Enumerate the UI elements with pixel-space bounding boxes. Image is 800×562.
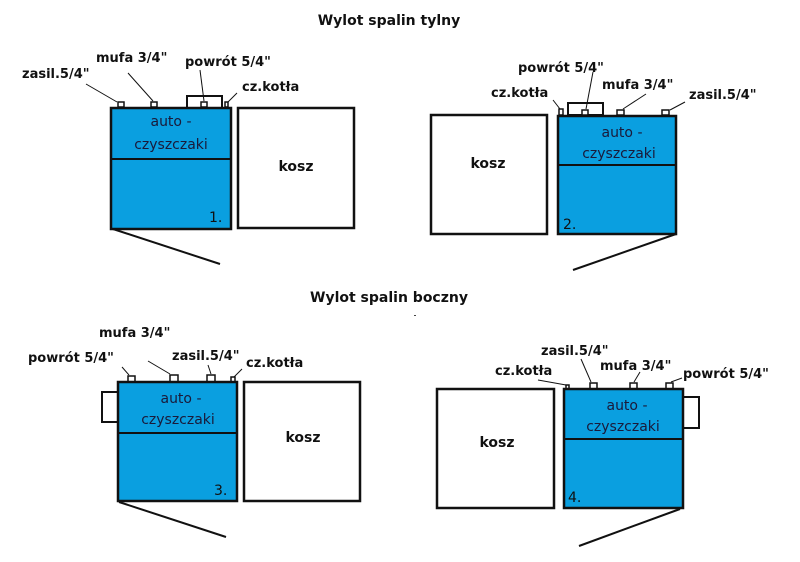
boiler-number: 2. xyxy=(563,217,576,233)
door-swing-line xyxy=(118,501,227,538)
port-socket xyxy=(616,109,625,116)
port-label-return: powrót 5/4" xyxy=(518,61,604,76)
ash-bin-label: kosz xyxy=(278,159,313,175)
leader-line xyxy=(622,93,647,110)
port-socket xyxy=(150,101,158,108)
boiler-diagram-2: auto - czyszczaki 2. kosz cz.kotła powró… xyxy=(429,61,757,271)
leader-line xyxy=(85,83,118,103)
port-label-return: powrót 5/4" xyxy=(28,351,114,366)
ash-bin xyxy=(429,113,549,236)
port-label-supply: zasil.5/4" xyxy=(22,67,90,82)
port-return xyxy=(200,101,208,108)
boiler-body xyxy=(562,387,685,510)
leader-line xyxy=(127,72,154,102)
boiler-number: 4. xyxy=(568,490,581,506)
boiler-label-line2: czyszczaki xyxy=(582,146,656,162)
boiler-label-line1: auto - xyxy=(606,398,647,414)
boiler-label-line2: czyszczaki xyxy=(586,419,660,435)
boiler-body xyxy=(116,380,239,503)
leader-line xyxy=(633,371,641,383)
boiler-diagram-3: auto - czyszczaki 3. kosz powrót 5/4" mu… xyxy=(28,326,362,538)
port-cleanout xyxy=(224,101,229,108)
port-supply xyxy=(117,101,125,108)
leader-line xyxy=(227,92,238,103)
ash-bin xyxy=(435,387,556,510)
section-title-side: Wylot spalin boczny xyxy=(310,290,468,306)
door-swing-line xyxy=(112,228,221,265)
boiler-number: 3. xyxy=(214,483,227,499)
leader-line xyxy=(580,358,592,383)
leader-line xyxy=(669,101,686,111)
port-label-supply: zasil.5/4" xyxy=(541,344,609,359)
ash-bin-label: kosz xyxy=(479,435,514,451)
port-label-return: powrót 5/4" xyxy=(185,55,271,70)
boiler-body xyxy=(556,114,678,236)
port-cleanout xyxy=(558,108,564,116)
ash-bin-label: kosz xyxy=(285,430,320,446)
door-swing-line xyxy=(572,233,677,271)
port-label-cleanout: cz.kotła xyxy=(242,80,299,95)
leader-line xyxy=(552,99,561,110)
boiler-label-line1: auto - xyxy=(160,391,201,407)
port-supply xyxy=(661,109,670,116)
boiler-label-line2: czyszczaki xyxy=(134,137,208,153)
port-return xyxy=(581,109,589,116)
port-label-socket: mufa 3/4" xyxy=(600,359,671,374)
boiler-label-line1: auto - xyxy=(601,125,642,141)
boiler-diagram-1: auto - czyszczaki 1. kosz zasil.5/4" muf… xyxy=(22,51,356,265)
port-label-cleanout: cz.kotła xyxy=(491,86,548,101)
boiler-label-line1: auto - xyxy=(150,114,191,130)
boiler-body xyxy=(109,106,233,231)
leader-line xyxy=(121,366,130,376)
port-label-supply: zasil.5/4" xyxy=(689,88,757,103)
port-label-socket: mufa 3/4" xyxy=(99,326,170,341)
leader-line xyxy=(207,364,212,375)
leader-line xyxy=(670,377,683,383)
ash-bin xyxy=(236,106,356,230)
leader-line xyxy=(537,379,567,386)
port-label-supply: zasil.5/4" xyxy=(172,349,240,364)
port-label-cleanout: cz.kotła xyxy=(495,364,552,379)
exhaust-outlet-side xyxy=(101,391,119,423)
port-label-cleanout: cz.kotła xyxy=(246,356,303,371)
leader-line xyxy=(199,69,205,102)
section-title-rear: Wylot spalin tylny xyxy=(318,13,461,29)
port-label-return: powrót 5/4" xyxy=(683,367,769,382)
ash-bin-label: kosz xyxy=(470,156,505,172)
stray-dot xyxy=(414,315,416,316)
port-label-socket: mufa 3/4" xyxy=(96,51,167,66)
leader-line xyxy=(233,368,243,378)
boiler-label-line2: czyszczaki xyxy=(141,412,215,428)
port-label-socket: mufa 3/4" xyxy=(602,78,673,93)
exhaust-outlet-side xyxy=(682,396,700,429)
boiler-diagram-4: auto - czyszczaki 4. kosz cz.kotła zasil… xyxy=(435,344,769,547)
leader-line xyxy=(147,360,171,375)
ash-bin xyxy=(242,380,362,503)
leader-line xyxy=(585,71,594,110)
door-swing-line xyxy=(578,508,681,547)
boiler-number: 1. xyxy=(209,210,222,226)
